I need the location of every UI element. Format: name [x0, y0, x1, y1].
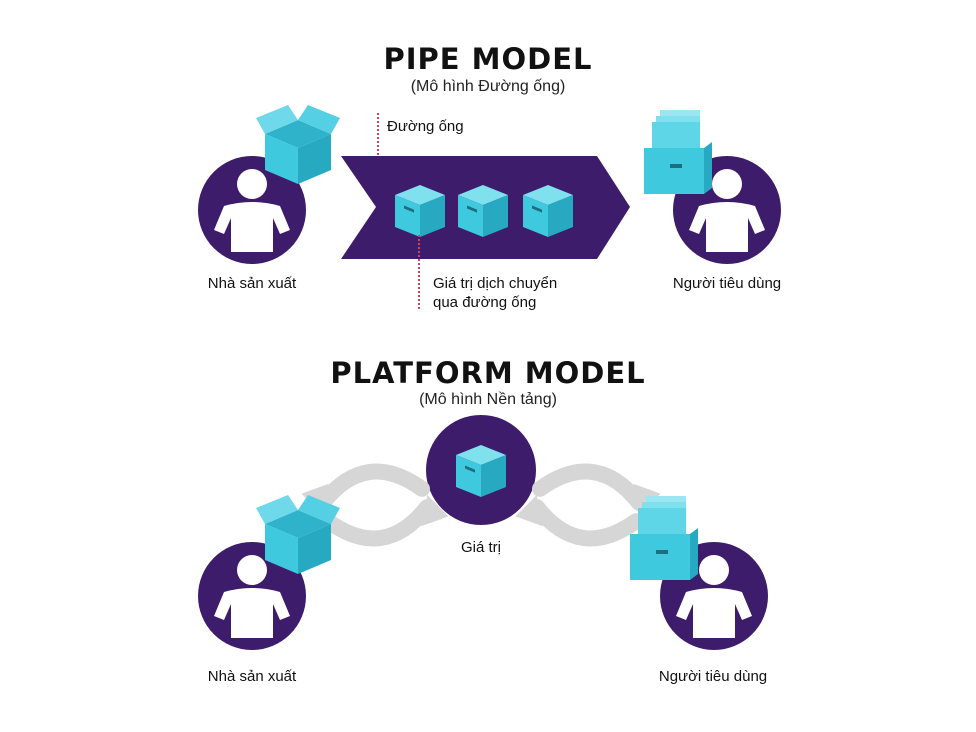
platform-consumer-label: Người tiêu dùng	[658, 668, 768, 685]
cycle-arrow-icon-bottom-right	[514, 493, 638, 545]
pipe-producer-label: Nhà sản xuất	[207, 275, 297, 292]
value-moving-label-line2: qua đường ống	[433, 294, 537, 311]
pipe-consumer-label: Người tiêu dùng	[672, 275, 782, 292]
platform-subtitle: (Mô hình Nền tảng)	[419, 391, 557, 408]
platform-consumer-box-stack-icon	[630, 496, 698, 580]
pipe-box-icon-3	[523, 185, 573, 237]
platform-title: PLATFORM MODEL	[330, 356, 646, 390]
pipe-title: PIPE MODEL	[383, 42, 593, 76]
cycle-arrow-icon-bottom-left	[326, 493, 450, 545]
pipe-label: Đường ống	[387, 118, 464, 135]
value-moving-label-line1: Giá trị dịch chuyển	[433, 275, 558, 292]
platform-producer-label: Nhà sản xuất	[207, 668, 297, 685]
platform-value-box-icon	[456, 445, 506, 497]
platform-value-label: Giá trị	[460, 539, 501, 556]
pipe-box-icon-1	[395, 185, 445, 237]
pipe-subtitle: (Mô hình Đường ống)	[410, 78, 566, 95]
pipe-box-icon-2	[458, 185, 508, 237]
pipe-consumer-box-stack-icon	[644, 110, 712, 194]
